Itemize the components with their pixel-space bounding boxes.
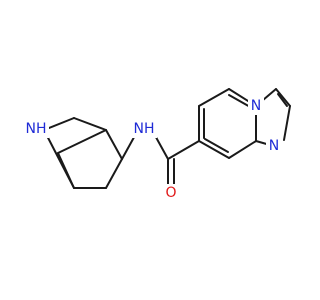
bond: [57, 129, 107, 154]
bond: [275, 88, 291, 107]
bond: [167, 140, 200, 160]
bond: [57, 152, 75, 189]
atom-label-nh-amide: NH: [134, 121, 155, 137]
bond: [198, 140, 230, 159]
bond: [228, 140, 257, 159]
bond: [105, 129, 123, 160]
bond: [198, 88, 230, 107]
bond: [105, 158, 123, 189]
bond: [204, 138, 229, 153]
bond: [73, 117, 107, 131]
bond: [283, 105, 291, 141]
atom-label-oxygen: O: [165, 185, 176, 201]
atom-label-nh-bicyclic: NH: [26, 121, 47, 137]
structure-svg: NH NH O N N: [25, 88, 291, 202]
atom-label-n-bridgehead: N: [251, 98, 261, 114]
bond: [277, 93, 288, 107]
molecule-diagram: NH NH O N N: [25, 88, 291, 202]
atom-label-n-imidazole: N: [269, 138, 279, 154]
